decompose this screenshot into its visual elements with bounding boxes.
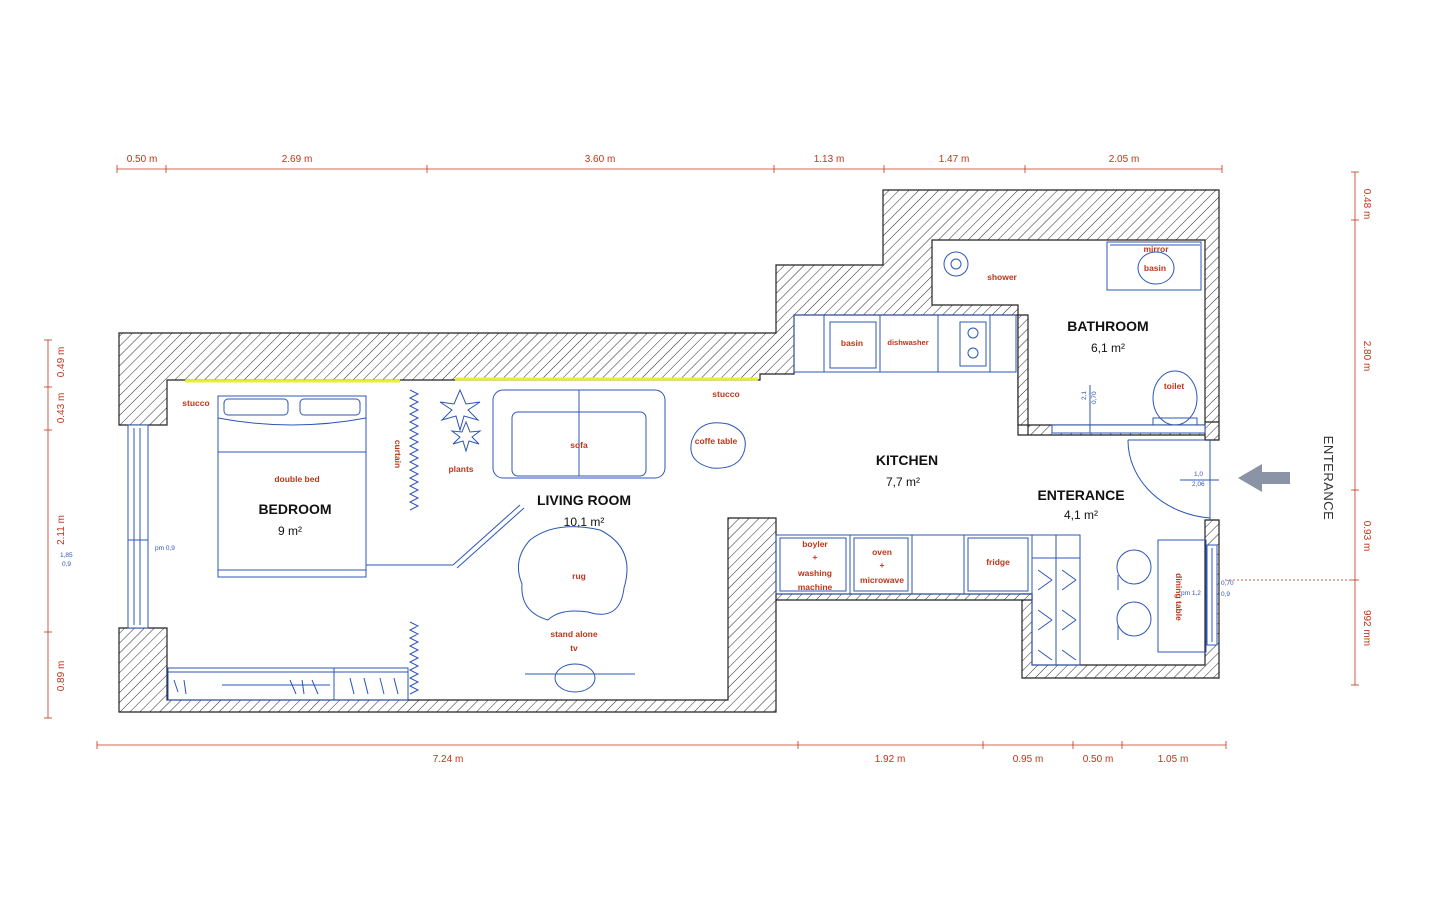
- sofa: [492, 389, 666, 479]
- dim-bottom-1: 7.24 m: [433, 754, 464, 765]
- oven-label-1: oven: [872, 547, 892, 557]
- toilet-fixture: [1152, 370, 1198, 427]
- boyler-label-2: +: [813, 552, 818, 562]
- dim-top-6: 2.05 m: [1109, 154, 1140, 165]
- plants-label: plants: [448, 464, 473, 474]
- curtain-lower: [408, 621, 420, 695]
- door-height: 2,06: [1192, 481, 1205, 488]
- living-room-area: 10,1 m²: [564, 515, 605, 529]
- dim-top-4: 1.13 m: [814, 154, 845, 165]
- bath-basin-label: basin: [1144, 263, 1166, 273]
- dim-right-3: 0.93 m: [1361, 521, 1372, 552]
- bathroom-title: BATHROOM: [1067, 318, 1148, 334]
- window-height-09: 0,9: [62, 561, 71, 568]
- entrance-title: ENTERANCE: [1037, 487, 1124, 503]
- fridge-label: fridge: [986, 557, 1010, 567]
- dim-right-4: 992 mm: [1361, 610, 1372, 646]
- window-height-185: 1,85: [60, 552, 73, 559]
- dim-left-2: 0.43 m: [56, 393, 67, 424]
- dim-right-2: 2.80 m: [1361, 341, 1372, 372]
- sliding-partition: [366, 504, 525, 569]
- rug-label: rug: [572, 571, 586, 581]
- oven-label-2: +: [880, 560, 885, 570]
- dim-left-1: 0.49 m: [56, 347, 67, 378]
- dim-bottom-2: 1.92 m: [875, 754, 906, 765]
- dim-left-4: 0.89 m: [56, 661, 67, 692]
- bedroom-window: [127, 424, 149, 629]
- tv-stand: [525, 663, 635, 693]
- dining-set: [1116, 539, 1207, 653]
- bedroom-area: 9 m²: [278, 524, 302, 538]
- wall-right-lower: [1021, 519, 1220, 679]
- bathroom-area: 6,1 m²: [1091, 341, 1125, 355]
- dishwasher-label: dishwasher: [887, 338, 928, 347]
- boyler-label-3: washing: [797, 568, 832, 578]
- double-bed: [217, 395, 367, 578]
- stucco-left-label: stucco: [182, 398, 209, 408]
- rug: [517, 526, 628, 621]
- double-bed-label: double bed: [274, 474, 319, 484]
- dimension-lines: [44, 165, 1359, 749]
- bath-door-070: 0,70: [1091, 391, 1098, 404]
- stucco-right-label: stucco: [712, 389, 739, 399]
- kitchen-basin-label: basin: [841, 338, 863, 348]
- bathroom-door: [1051, 385, 1206, 434]
- sofa-label: sofa: [570, 440, 588, 450]
- entrance-arrow: [1238, 464, 1290, 492]
- entrance-area: 4,1 m²: [1064, 508, 1098, 522]
- shower-label: shower: [987, 272, 1017, 282]
- boyler-label-4: machine: [798, 582, 833, 592]
- entrance-door: [1127, 439, 1219, 520]
- mirror-label: mirror: [1143, 244, 1169, 254]
- right-window-070: 0,70: [1221, 580, 1234, 587]
- oven-label-3: microwave: [860, 575, 904, 585]
- walls: [118, 189, 1220, 713]
- wall-top-living: [118, 189, 1220, 441]
- dim-bottom-5: 1.05 m: [1158, 754, 1189, 765]
- curtain-upper: [408, 389, 420, 511]
- coffe-table-label: coffe table: [695, 436, 738, 446]
- entrance-wardrobe: [1031, 534, 1081, 666]
- entrance-side-label: ENTERANCE: [1321, 436, 1336, 521]
- dim-bottom-4: 0.50 m: [1083, 754, 1114, 765]
- vanity: [1106, 241, 1202, 291]
- boyler-label-1: boyler: [802, 539, 828, 549]
- wall-bath-inner: [1017, 314, 1029, 426]
- dim-right-1: 0.48 m: [1361, 189, 1372, 220]
- wardrobe-bottom: [167, 667, 409, 701]
- pm-right: pm 1,2: [1181, 590, 1201, 597]
- shower: [943, 251, 969, 277]
- tv-label-line1: stand alone: [550, 629, 598, 639]
- kitchen-area: 7,7 m²: [886, 475, 920, 489]
- dining-table-label: dining table: [1174, 573, 1184, 621]
- pm-left: pm 0,9: [155, 545, 175, 552]
- kitchen-title: KITCHEN: [876, 452, 938, 468]
- dim-left-3: 2.11 m: [56, 515, 67, 545]
- dim-bottom-3: 0.95 m: [1013, 754, 1044, 765]
- right-window-09: 0,9: [1221, 591, 1230, 598]
- right-window: [1206, 544, 1218, 646]
- living-room-title: LIVING ROOM: [537, 492, 631, 508]
- dim-top-2: 2.69 m: [282, 154, 313, 165]
- dim-top-3: 3.60 m: [585, 154, 616, 165]
- kitchen-counter-upper: [793, 314, 1017, 373]
- plants: [439, 388, 482, 453]
- wall-bottom: [118, 517, 1033, 713]
- curtain-label: curtain: [393, 440, 403, 468]
- bath-door-21: 2,1: [1081, 391, 1088, 400]
- dim-top-5: 1.47 m: [939, 154, 970, 165]
- toilet-label: toilet: [1164, 381, 1184, 391]
- coffee-table: [690, 422, 746, 469]
- dim-top-1: 0.50 m: [127, 154, 158, 165]
- tv-label-line2: tv: [570, 643, 578, 653]
- door-width: 1,0: [1194, 471, 1203, 478]
- bedroom-title: BEDROOM: [258, 501, 331, 517]
